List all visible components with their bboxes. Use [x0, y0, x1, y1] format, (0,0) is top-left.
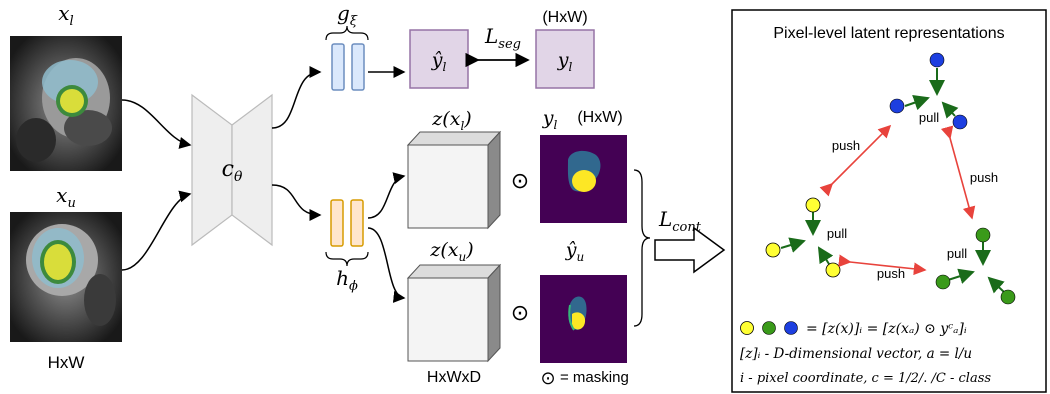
ground-truth-size: (HxW) [542, 9, 587, 26]
encoder-to-proj-head-arrow [271, 184, 322, 221]
legend-green-dot [762, 321, 776, 335]
ground-truth-label: yl [557, 49, 573, 74]
legend-blue-dot [784, 321, 798, 335]
labeled-mri-image [10, 36, 122, 171]
latent-panel [731, 9, 1047, 393]
labeled-mask-size: (HxW) [577, 109, 622, 126]
unlabeled-mask-image [540, 275, 627, 363]
unlabeled-mask-label: ŷu [565, 239, 584, 264]
pull-label-green: pull [947, 246, 967, 261]
push-arrow-yellow-green [838, 254, 927, 276]
prediction-label: ŷl [431, 49, 447, 74]
yellow-dot [825, 262, 841, 278]
proj-head-to-labeled-feature-arrow [367, 172, 406, 219]
labeled-input-label: xl [58, 1, 73, 29]
labeled-mask-label: yl [542, 107, 558, 132]
blue-dot [889, 98, 905, 114]
legend-yellow-dot [740, 321, 754, 335]
green-cluster: pull [935, 227, 1016, 305]
input-size-label: HxW [48, 353, 85, 372]
masking-legend-symbol: ⊙ [540, 368, 555, 388]
contrastive-brace [633, 169, 651, 327]
unlabeled-feature-label: z(xu) [429, 239, 473, 264]
odot-operator-unlabeled: ⊙ [511, 300, 529, 325]
blue-dot [929, 52, 945, 68]
unlabeled-feature-cube [406, 263, 502, 363]
unlabeled-input-label: xu [56, 183, 76, 211]
to-latent-space-arrow [654, 226, 726, 274]
encoder-label: cθ [222, 157, 243, 185]
unlabeled-to-encoder-arrow [121, 190, 192, 271]
green-dot [1000, 289, 1016, 305]
seg-loss-label: Lseg [484, 24, 521, 52]
prediction-box [409, 29, 469, 89]
push-label-2: push [970, 170, 998, 185]
proj-head-brace [325, 251, 369, 267]
yellow-dot [765, 242, 781, 258]
push-arrow-blue-green [940, 125, 976, 220]
odot-operator-labeled: ⊙ [511, 168, 529, 193]
seg-head-layer-1 [331, 43, 345, 91]
labeled-feature-label: z(xl) [431, 108, 471, 133]
seg-head: gξ [325, 1, 369, 91]
push-arrow-yellow-blue [819, 124, 892, 197]
proj-head-layer-1 [330, 199, 344, 247]
labeled-to-encoder-arrow [121, 99, 192, 149]
unlabeled-mri-image [10, 212, 122, 342]
blue-cluster: pull [889, 52, 968, 130]
yellow-dot [805, 197, 821, 213]
ventricle-overlay-core [60, 89, 84, 113]
push-label-1: push [832, 138, 860, 153]
latent-desc-2: i - pixel coordinate, c = 1/2/. /C - cla… [740, 371, 991, 386]
labeled-feature-cube [406, 130, 502, 230]
push-label-3: push [877, 266, 905, 281]
seg-head-brace [325, 25, 369, 41]
green-dot [935, 274, 951, 290]
proj-head-layer-2 [350, 199, 364, 247]
ground-truth-box [535, 29, 595, 89]
green-dot [975, 227, 991, 243]
pull-label-blue: pull [919, 110, 939, 125]
seg-head-layer-2 [351, 43, 365, 91]
feature-size-label: HxWxD [427, 369, 481, 386]
blue-dot [952, 114, 968, 130]
pull-label-yellow: pull [827, 226, 847, 241]
encoder-to-seg-head-arrow [271, 66, 322, 129]
latent-desc-1: [z]ᵢ - D-dimensional vector, a = l/u [740, 346, 972, 362]
latent-formula: = [z(x)]ᵢ = [z(xₐ) ⊙ yᶜₐ]ᵢ [806, 321, 967, 337]
yellow-cluster: pull [765, 197, 847, 278]
encoder-block: cθ [191, 93, 273, 247]
proj-head-label: hϕ [336, 266, 358, 294]
proj-head: hϕ [325, 199, 369, 294]
labeled-mask-image [540, 135, 627, 223]
seg-head-label: gξ [337, 1, 358, 29]
latent-panel-title: Pixel-level latent representations [773, 25, 1004, 42]
proj-head-to-unlabeled-feature-arrow [367, 227, 406, 303]
masking-legend-text: = masking [560, 369, 629, 386]
